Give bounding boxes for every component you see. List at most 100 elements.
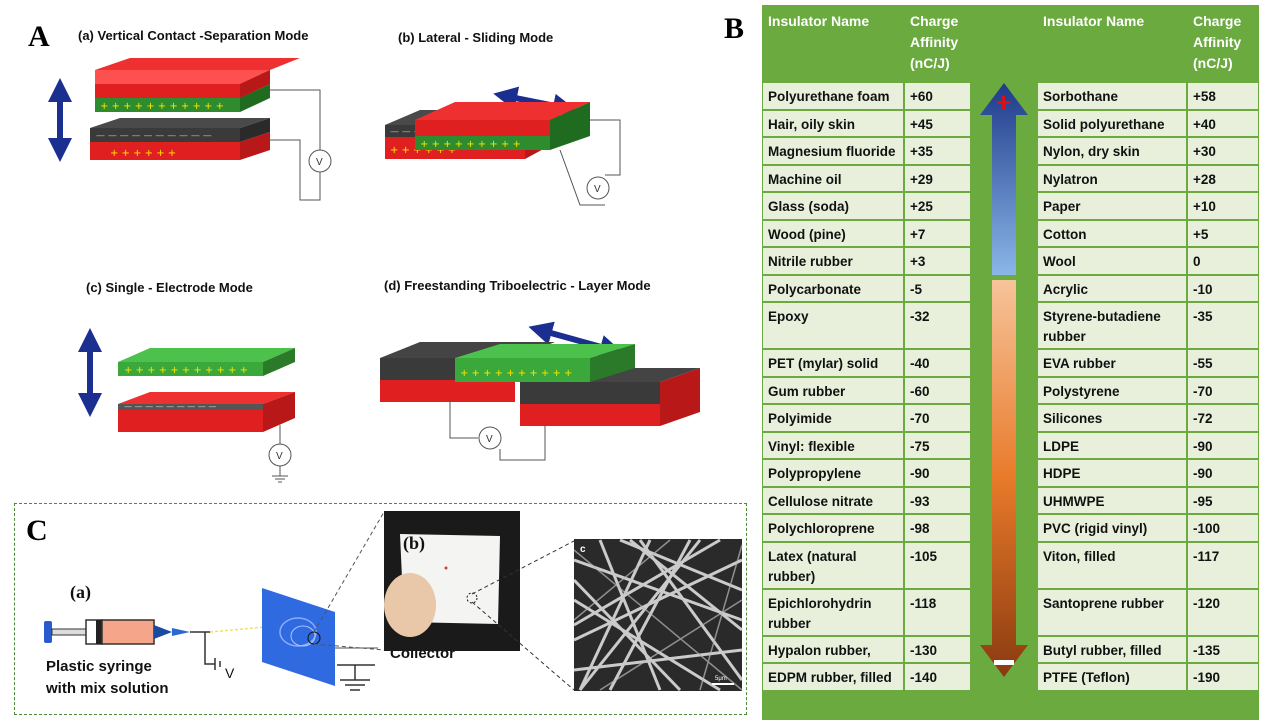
charge-gradient-column: + <box>971 5 1037 720</box>
charge-affinity-right: +30 <box>1193 144 1216 159</box>
svg-text:+ + + + + + + + + +: + + + + + + + + + + <box>460 368 572 379</box>
svg-text:+ + + + + + + + + + +: + + + + + + + + + + + <box>124 365 248 376</box>
charge-affinity-left: +29 <box>910 171 933 187</box>
charge-affinity-left: -130 <box>910 642 938 658</box>
charge-affinity-right: -72 <box>1193 411 1213 426</box>
insulator-name-left: Vinyl: flexible <box>768 438 855 454</box>
table-cell-background <box>905 165 970 191</box>
table-cell-background <box>763 487 903 513</box>
insulator-name-right: Acrylic <box>1043 281 1089 297</box>
table-cell-background <box>1188 515 1258 541</box>
table-cell-background <box>905 377 970 403</box>
negative-sign <box>994 660 1014 665</box>
insulator-name-left: Cellulose nitrate <box>768 493 874 509</box>
panel-a-letter: A <box>28 20 50 53</box>
table-cell-background <box>763 405 903 431</box>
electrospinning-panel <box>14 503 747 715</box>
table-cell-background <box>763 275 903 301</box>
charge-affinity-right: +10 <box>1193 199 1216 214</box>
charge-affinity-right: +58 <box>1193 89 1216 104</box>
insulator-name-right: LDPE <box>1043 438 1080 454</box>
svg-text:— — — — — — — — —: — — — — — — — — — <box>124 402 216 411</box>
charge-affinity-right: -120 <box>1193 595 1221 611</box>
table-cell-background <box>1188 432 1258 458</box>
charge-affinity-right: -117 <box>1193 548 1220 564</box>
header-affinity-line-1: Charge <box>910 13 959 29</box>
voltage-label: V <box>225 665 235 681</box>
table-cell-background <box>1188 165 1258 191</box>
header-affinity-line-3: (nC/J) <box>910 55 950 71</box>
insulator-name-left: EDPM rubber, filled <box>768 670 892 685</box>
table-cell-background <box>1038 515 1186 541</box>
syringe-icon: V <box>44 619 266 681</box>
charge-affinity-left: +60 <box>910 89 933 104</box>
table-cell-background <box>1038 405 1186 431</box>
table-cell-background <box>1188 110 1258 136</box>
charge-gradient-arrow: + <box>980 83 1028 677</box>
mode-b-title: (b) Lateral - Sliding Mode <box>398 30 554 45</box>
table-cell-background <box>905 664 970 690</box>
table-cell-background <box>763 432 903 458</box>
charge-affinity-left: -32 <box>910 309 930 324</box>
label-b-photo: (b) <box>403 533 425 554</box>
mode-a-device: + + + + + + + + + + + — — — — — — — — — … <box>48 58 332 201</box>
table-cell-background <box>905 350 970 376</box>
insulator-name-left: Hair, oily skin <box>768 116 856 132</box>
table-cell-background <box>1038 664 1186 690</box>
table-cell-background <box>905 303 970 348</box>
electrospinning-diagram: V (b) <box>44 511 744 692</box>
charge-affinity-right: -100 <box>1193 521 1221 536</box>
table-cell-background <box>905 515 970 541</box>
teng-modes-diagram: + + + + + + + + + + + — — — — — — — — — … <box>48 58 700 483</box>
table-cell-background <box>1038 165 1186 191</box>
insulator-name-right: HDPE <box>1043 466 1081 481</box>
insulator-name-left: Wood (pine) <box>768 226 846 242</box>
svg-text:+ + + + + +: + + + + + + <box>110 148 176 159</box>
charge-affinity-right: -190 <box>1193 670 1221 685</box>
voltmeter-d-label: V <box>486 434 493 445</box>
table-cell-background <box>1038 275 1186 301</box>
table-cell-background <box>763 165 903 191</box>
table-cell-background <box>1188 487 1258 513</box>
table-cell-background <box>905 542 970 588</box>
table-cell-background <box>763 138 903 164</box>
table-cell-background <box>1188 248 1258 274</box>
header-affinity-line-2: Affinity <box>910 34 959 50</box>
table-cell-background <box>1188 350 1258 376</box>
table-cell-background <box>1188 589 1258 635</box>
syringe-caption-line-2: with mix solution <box>46 680 169 697</box>
charge-affinity-right: -90 <box>1193 438 1213 454</box>
charge-affinity-right: -95 <box>1193 493 1213 509</box>
insulator-name-right: EVA rubber <box>1043 356 1116 371</box>
table-cell-background <box>1038 589 1186 635</box>
table-cell-background <box>1188 303 1258 348</box>
insulator-name-left: Machine oil <box>768 171 842 187</box>
table-cell-background <box>763 350 903 376</box>
insulator-name-right: UHMWPE <box>1043 493 1105 509</box>
charge-affinity-right: -55 <box>1193 356 1213 371</box>
voltmeter-c-label: V <box>276 451 283 462</box>
table-cell-background <box>905 432 970 458</box>
table-cell-background <box>1038 83 1186 109</box>
positive-sign: + <box>996 87 1011 117</box>
table-cell-background <box>763 542 903 588</box>
table-cell-background <box>1188 220 1258 246</box>
charge-affinity-left: -90 <box>910 466 930 481</box>
svg-text:— — — — — — — — — —: — — — — — — — — — — <box>96 131 212 141</box>
charge-affinity-right: 0 <box>1193 254 1201 269</box>
insulator-name-right: Sorbothane <box>1043 89 1119 104</box>
insulator-name-right: Santoprene rubber <box>1043 595 1164 611</box>
sem-fiber-image <box>572 538 744 692</box>
table-cell-background <box>1038 636 1186 662</box>
table-cell-background <box>1188 405 1258 431</box>
